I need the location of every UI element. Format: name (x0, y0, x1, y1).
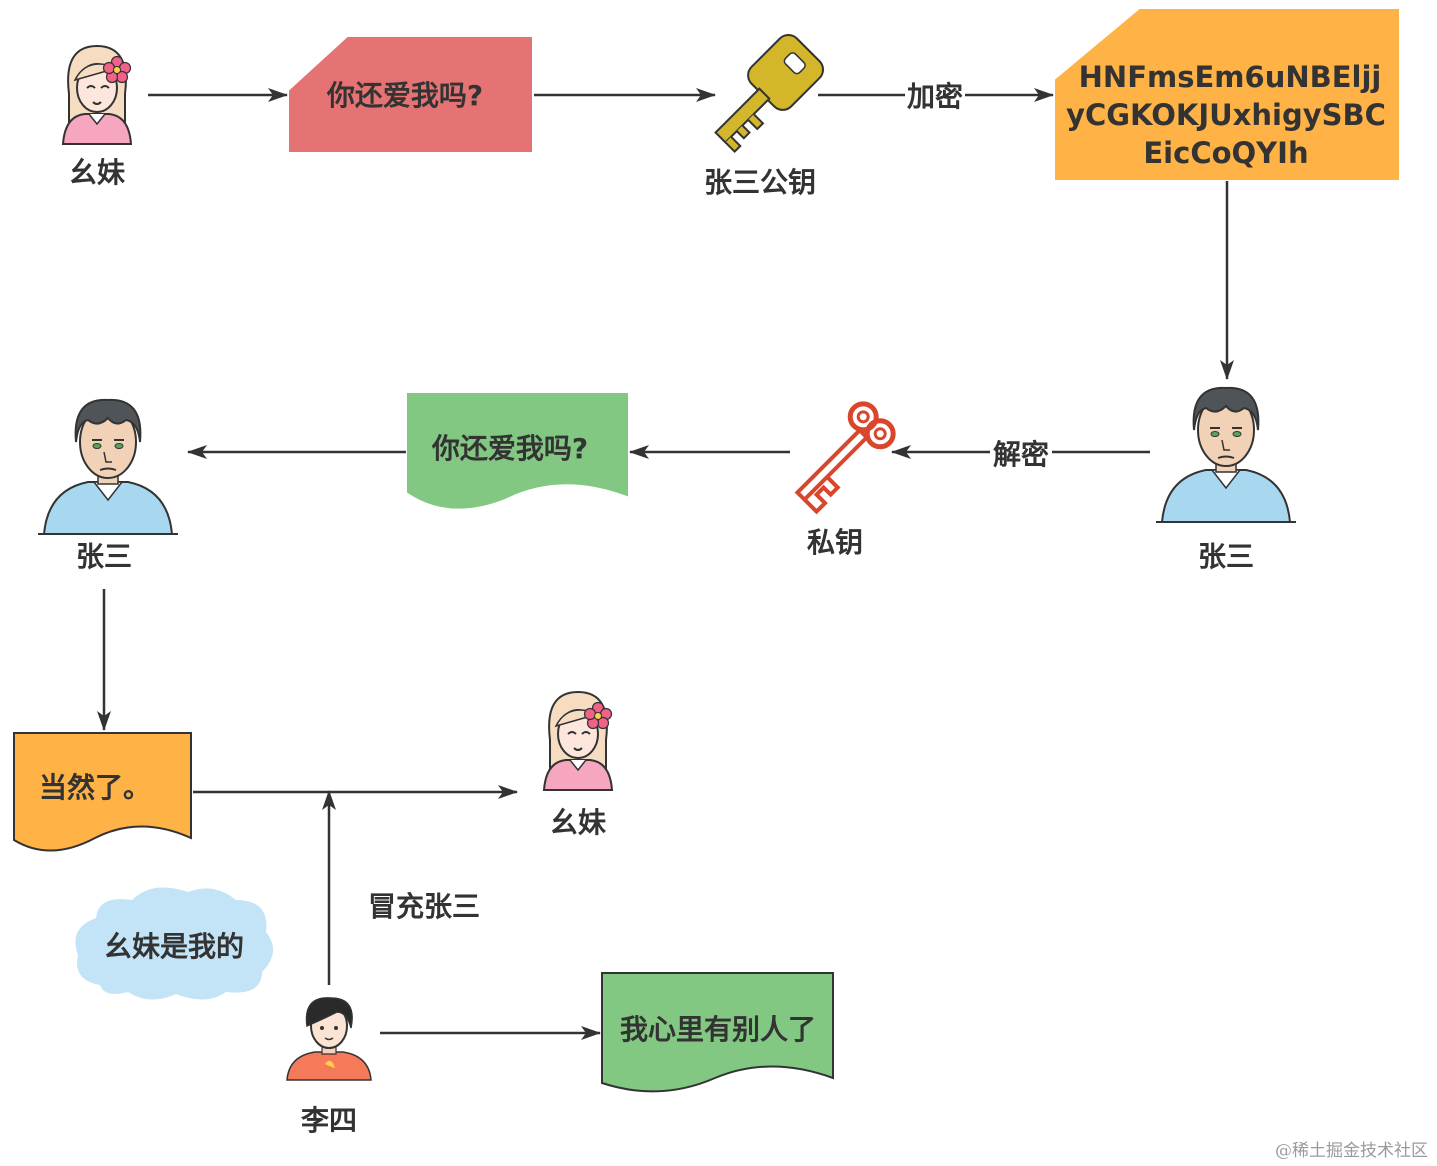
girl-name-label: 幺妹 (69, 156, 125, 189)
lisi-name: 李四 (301, 1104, 357, 1137)
reply-card-orange (13, 732, 192, 852)
ciphertext-card (1055, 9, 1399, 180)
girl-bottom-name: 幺妹 (550, 806, 606, 839)
decrypt-edge-label: 解密 (993, 438, 1049, 471)
zhangsan-left-name: 张三 (76, 540, 132, 573)
message-green-text: 你还爱我吗? (431, 432, 588, 465)
ciphertext-line-1: HNFmsEm6uNBEljj (1079, 60, 1382, 94)
encrypt-label-bg (905, 78, 965, 114)
boy-avatar-icon (286, 996, 372, 1081)
message-red-text: 你还爱我吗? (326, 79, 483, 112)
ciphertext-line-2: yCGKOKJUxhigySBC (1066, 98, 1386, 132)
zhangsan-right-name: 张三 (1198, 540, 1254, 573)
thought-cloud-text: 幺妹是我的 (104, 930, 244, 963)
private-key-label: 私钥 (807, 526, 863, 559)
fake-message-text: 我心里有别人了 (620, 1013, 816, 1046)
message-card-red (289, 37, 532, 152)
girl-avatar-icon (543, 691, 613, 791)
watermark: @稀土掘金技术社区 (1275, 1141, 1428, 1161)
message-card-green (407, 393, 628, 509)
girl-avatar-icon (62, 45, 132, 145)
encrypt-edge-label: 加密 (907, 80, 963, 113)
public-key-icon (714, 33, 825, 154)
man-avatar-icon (1155, 386, 1297, 523)
public-key-label: 张三公钥 (704, 166, 816, 199)
private-key-icon (794, 401, 896, 515)
ciphertext-line-3: EicCoQYIh (1143, 136, 1308, 170)
man-avatar-icon (37, 398, 179, 535)
decrypt-label-bg (990, 434, 1052, 470)
fake-message-card-green (601, 972, 834, 1093)
thought-cloud (75, 887, 274, 1000)
impersonate-edge-label: 冒充张三 (368, 890, 480, 923)
reply-orange-text: 当然了。 (39, 771, 151, 804)
